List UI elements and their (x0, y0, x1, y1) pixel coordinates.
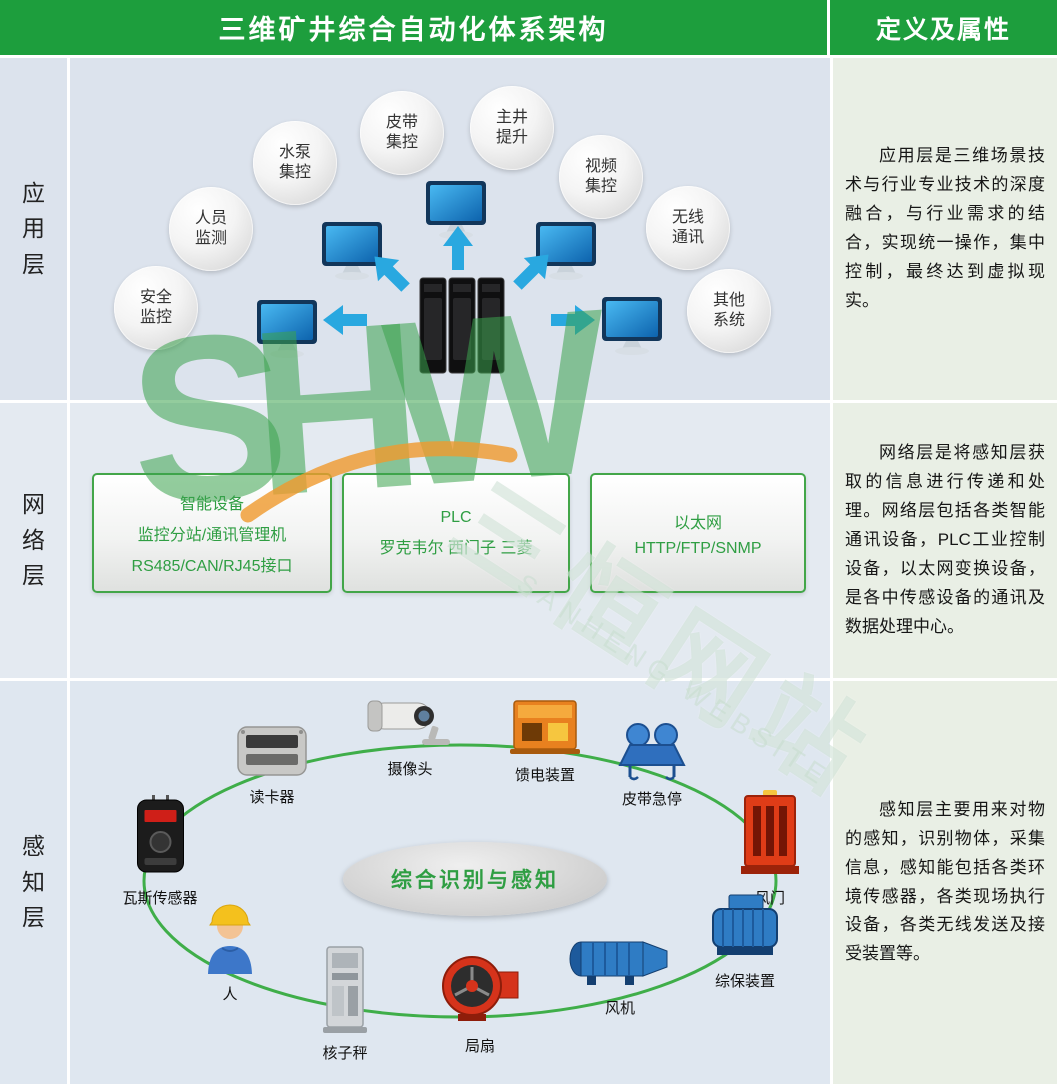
header: 三维矿井综合自动化体系架构 定义及属性 (0, 0, 1057, 58)
bubble-video-control: 视频集控 (559, 135, 643, 219)
network-layer-label-cell: 网络层 (0, 403, 70, 678)
perception-center-label: 综合识别与感知 (391, 869, 559, 892)
perception-center-ellipse: 综合识别与感知 (343, 842, 607, 916)
device-camera: 摄像头 (364, 693, 456, 779)
device-label: 局扇 (464, 1038, 495, 1055)
device-label: 摄像头 (387, 761, 433, 778)
device-label: 读卡器 (249, 789, 295, 806)
perception-layer-description: 感知层主要用来对物的感知，识别物体，采集信息，感知能包括各类环境传感器，各类现场… (845, 799, 1045, 964)
bubble-label: 安全监控 (139, 289, 172, 326)
local-fan-icon (434, 950, 526, 1033)
network-layer-definition-cell: 网络层是将感知层获取的信息进行传递和处理。网络层包括各类智能通讯设备，PLC工业… (830, 403, 1057, 678)
device-fan: 风机 (565, 932, 675, 1018)
net-box-line: 罗克韦尔 西门子 三菱 (379, 539, 533, 557)
layer-label-perception: 感知层 (22, 833, 45, 931)
application-layer-description: 应用层是三维场景技术与行业专业技术的深度融合，与行业需求的结合，实现统一操作，集… (845, 146, 1045, 310)
definition-column-title: 定义及属性 (875, 15, 1011, 44)
net-box-line: PLC (440, 508, 472, 526)
application-layer-label-cell: 应用层 (0, 58, 70, 400)
application-layer-main: 水泵集控 皮带集控 主井提升 视频集控 人员监测 无线通讯 安全监控 其他系统 (70, 58, 830, 400)
card-reader-icon (232, 723, 312, 784)
network-layer-row: 网络层 智能设备 监控分站/通讯管理机 RS485/CAN/RJ45接口 PLC… (0, 400, 1057, 678)
net-box-line: 智能设备 (179, 496, 244, 513)
device-label: 瓦斯传感器 (122, 890, 198, 907)
gas-sensor-icon (129, 794, 191, 885)
perception-layer-label-cell: 感知层 (0, 681, 70, 1084)
nuclear-scale-icon (315, 943, 375, 1040)
net-box-line: HTTP/FTP/SNMP (634, 539, 762, 557)
person-icon (198, 892, 262, 981)
bubble-label: 人员监测 (194, 210, 227, 247)
bubble-other-systems: 其他系统 (687, 269, 771, 353)
bubble-wireless-comm: 无线通讯 (646, 186, 730, 270)
bubble-pump-control: 水泵集控 (253, 121, 337, 205)
device-label: 馈电装置 (514, 767, 575, 784)
network-box-ethernet: 以太网 HTTP/FTP/SNMP (590, 473, 806, 593)
perception-layer-definition-cell: 感知层主要用来对物的感知，识别物体，采集信息，感知能包括各类环境传感器，各类现场… (830, 681, 1057, 1084)
device-person: 人 (198, 892, 262, 1004)
net-box-line: 以太网 (673, 514, 722, 532)
device-power-feed: 馈电装置 (506, 695, 584, 785)
device-label: 核子秤 (322, 1045, 368, 1062)
bubble-label: 其他系统 (712, 292, 745, 329)
network-box-plc: PLC 罗克韦尔 西门子 三菱 (342, 473, 570, 593)
device-local-fan: 局扇 (434, 950, 526, 1056)
bubble-label: 皮带集控 (385, 114, 418, 151)
layer-label-network: 网络层 (22, 491, 45, 589)
application-layer-row: 应用层 水泵集控 皮带集控 主井提升 视频集控 人员监测 无线通讯 安全监控 其… (0, 58, 1057, 400)
net-box-line: RS485/CAN/RJ45接口 (131, 558, 293, 575)
wind-door-icon (733, 788, 807, 885)
layer-label-application: 应用层 (22, 179, 45, 277)
bubble-label: 主井提升 (495, 109, 528, 146)
device-label: 综保装置 (714, 973, 775, 990)
device-label: 皮带急停 (621, 791, 682, 808)
page-title: 三维矿井综合自动化体系架构 (0, 0, 830, 55)
network-layer-description: 网络层是将感知层获取的信息进行传递和处理。网络层包括各类智能通讯设备，PLC工业… (845, 443, 1045, 636)
device-wind-door: 风门 (733, 788, 807, 908)
network-layer-main: 智能设备 监控分站/通讯管理机 RS485/CAN/RJ45接口 PLC 罗克韦… (70, 403, 830, 678)
device-label: 风机 (604, 1000, 635, 1017)
device-belt-stop: 皮带急停 (608, 721, 696, 809)
device-label: 人 (222, 986, 238, 1003)
device-card-reader: 读卡器 (232, 723, 312, 807)
arrow-right-icon (551, 305, 595, 335)
arrow-left-icon (323, 305, 367, 335)
bubble-label: 无线通讯 (671, 209, 704, 246)
bubble-safety-monitoring: 安全监控 (114, 266, 198, 350)
protection-device-icon (701, 891, 789, 968)
monitor-icon (257, 300, 317, 358)
bubble-label: 视频集控 (584, 158, 617, 195)
application-layer-definition-cell: 应用层是三维场景技术与行业专业技术的深度融合，与行业需求的结合，实现统一操作，集… (830, 58, 1057, 400)
perception-layer-main: 综合识别与感知 读卡器 (70, 681, 830, 1084)
monitor-icon (322, 222, 382, 280)
power-feed-icon (506, 695, 584, 762)
belt-stop-icon (608, 721, 696, 786)
perception-layer-row: 感知层 综合识别与感知 读卡器 (0, 678, 1057, 1084)
servers-monitors-topology-graphic (257, 181, 662, 374)
net-box-line: 监控分站/通讯管理机 (137, 527, 287, 544)
bubble-main-shaft-hoist: 主井提升 (470, 86, 554, 170)
device-gas-sensor: 瓦斯传感器 (122, 794, 198, 908)
monitor-icon (602, 297, 662, 355)
device-protection: 综保装置 (701, 891, 789, 991)
bubble-belt-control: 皮带集控 (360, 91, 444, 175)
fan-icon (565, 932, 675, 995)
bubble-personnel-monitoring: 人员监测 (169, 187, 253, 271)
camera-icon (364, 693, 456, 756)
device-nuclear-scale: 核子秤 (315, 943, 375, 1063)
network-box-smart-devices: 智能设备 监控分站/通讯管理机 RS485/CAN/RJ45接口 (92, 473, 332, 593)
bubble-label: 水泵集控 (278, 144, 311, 181)
server-rack-icon (419, 277, 505, 374)
